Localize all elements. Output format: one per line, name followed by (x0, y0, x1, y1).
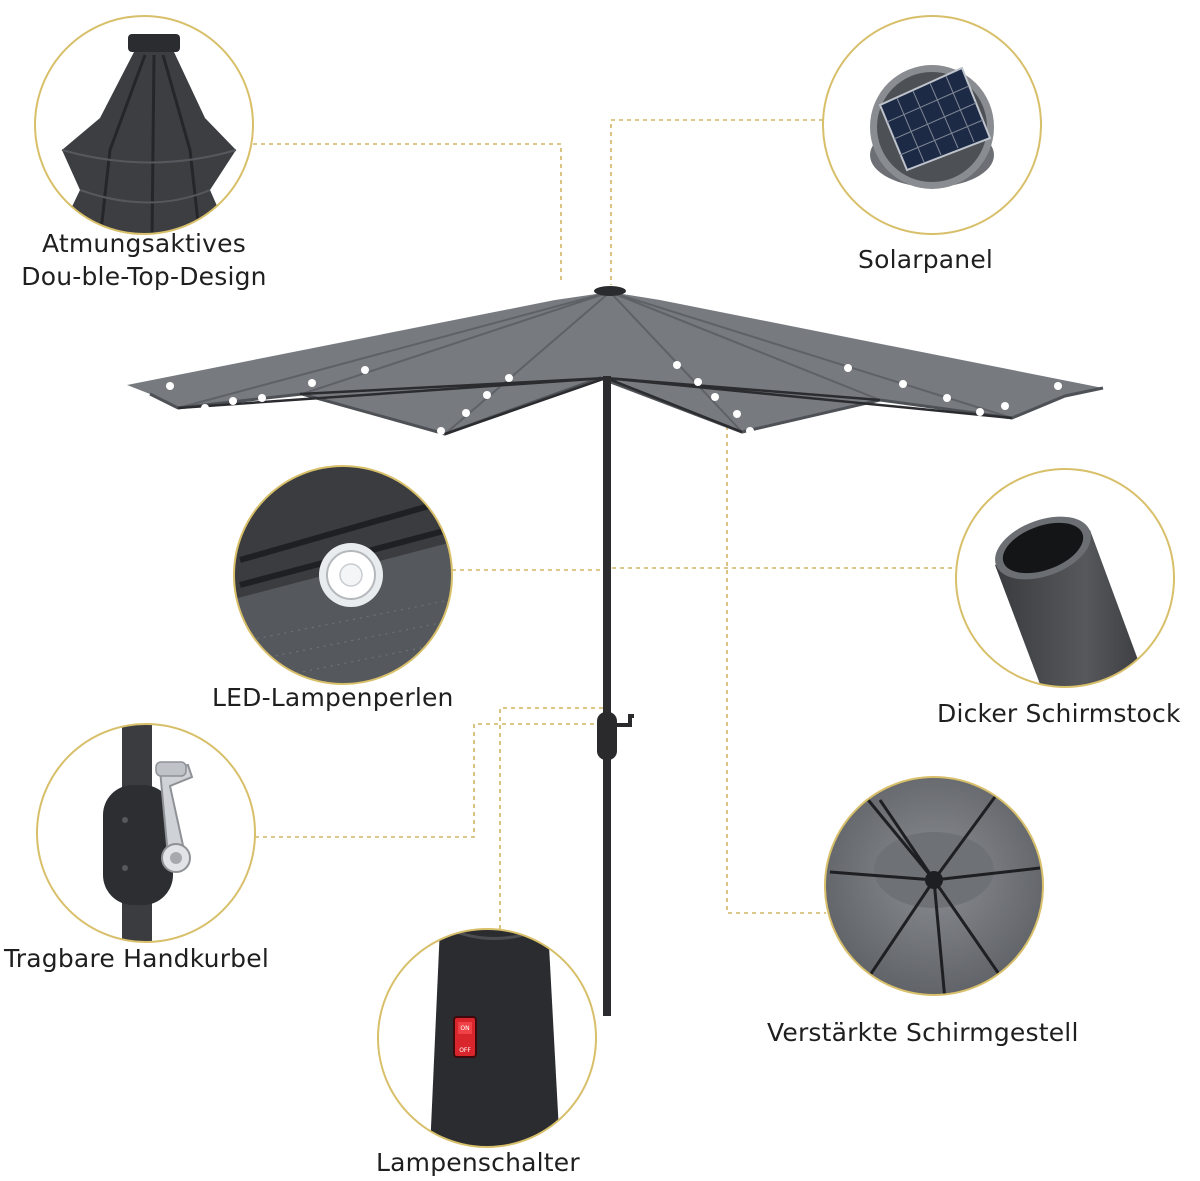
leader-lines (253, 119, 956, 929)
main-pole (603, 376, 611, 1016)
label-double-top-line1: Atmungsaktives (42, 229, 246, 258)
leader-double-top (253, 143, 562, 284)
label-hand-crank: Tragbare Handkurbel (4, 944, 269, 973)
label-lamp-switch: Lampenschalter (376, 1148, 580, 1177)
detail-thick-pole (955, 468, 1175, 688)
led-lights (166, 294, 1062, 435)
detail-led-beads (233, 465, 453, 685)
label-frame: Verstärkte Schirmgestell (767, 1018, 1079, 1047)
detail-solar-panel (822, 15, 1042, 235)
switch-on-text: ON (460, 1025, 469, 1032)
solar-cap (594, 286, 626, 296)
detail-hand-crank (36, 723, 256, 943)
canopy-ribs (177, 376, 1013, 436)
crank-housing (597, 712, 617, 760)
label-solar-panel: Solarpanel (858, 245, 994, 274)
detail-double-top (34, 15, 254, 235)
switch-off-text: OFF (459, 1047, 471, 1054)
label-led-beads: LED-Lampenperlen (212, 683, 454, 712)
leader-frame (726, 378, 826, 914)
label-thick-pole: Dicker Schirmstock (937, 699, 1181, 728)
leader-crank (255, 723, 612, 838)
leader-switch (499, 707, 611, 929)
label-double-top-line2: Dou-ble-Top-Design (21, 262, 267, 291)
leader-solar (610, 119, 823, 285)
crank-handle (617, 714, 634, 727)
detail-frame (824, 776, 1044, 996)
detail-lamp-switch: ON OFF (377, 928, 597, 1148)
umbrella-main (127, 286, 1104, 1016)
label-double-top: Atmungsaktives Dou-ble-Top-Design (0, 227, 288, 293)
